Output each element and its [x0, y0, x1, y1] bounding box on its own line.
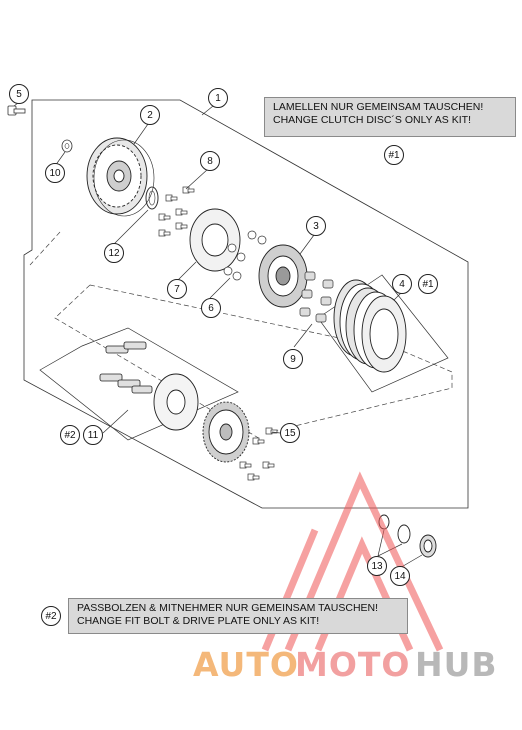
clutch-discs-part4: [333, 279, 407, 373]
callout-ref1-kit: #1: [418, 274, 438, 294]
callout-ref2-note: #2: [41, 606, 61, 626]
callout-10: 10: [45, 163, 65, 183]
callout-11: 11: [83, 425, 103, 445]
callout-9: 9: [283, 349, 303, 369]
callout-14: 14: [390, 566, 410, 586]
screws-part15: [239, 427, 278, 481]
inner-hub-part3: [258, 244, 308, 308]
note-fit-bolt: PASSBOLZEN & MITNEHMER NUR GEMEINSAM TAU…: [68, 598, 408, 634]
callout-ref2-drive: #2: [60, 425, 80, 445]
note-bottom-line1: PASSBOLZEN & MITNEHMER NUR GEMEINSAM TAU…: [77, 602, 379, 614]
small-bolts-part8: [158, 186, 195, 237]
callout-12: 12: [104, 243, 124, 263]
bearing-balls-part6: [223, 230, 267, 281]
watermark-moto: MOTO: [295, 645, 411, 684]
watermark-hub: HUB: [415, 645, 498, 684]
note-clutch-discs: LAMELLEN NUR GEMEINSAM TAUSCHEN! CHANGE …: [264, 97, 516, 137]
note-bottom-line2: CHANGE FIT BOLT & DRIVE PLATE ONLY AS KI…: [77, 615, 320, 627]
callout-2: 2: [140, 105, 160, 125]
watermark-text: AUTO MOTO HUB: [193, 645, 518, 687]
assembly-outline: [23, 99, 469, 509]
callout-6: 6: [201, 298, 221, 318]
callout-7: 7: [167, 279, 187, 299]
primary-gear: [202, 401, 250, 463]
callout-3: 3: [306, 216, 326, 236]
bolt-part5: [7, 105, 26, 116]
callout-8: 8: [200, 151, 220, 171]
ring-part12: [145, 186, 159, 210]
springs-part9: [299, 271, 334, 323]
watermark-auto: AUTO: [193, 645, 299, 684]
fit-bolts-part11: [99, 341, 153, 394]
callout-1: 1: [208, 88, 228, 108]
note-top-line1: LAMELLEN NUR GEMEINSAM TAUSCHEN!: [273, 101, 484, 113]
callout-4: 4: [392, 274, 412, 294]
callout-ref1-top: #1: [384, 145, 404, 165]
washer-part10: [61, 139, 73, 153]
clutch-basket-part2: [86, 137, 155, 217]
callout-5: 5: [9, 84, 29, 104]
note-top-line2: CHANGE CLUTCH DISC´S ONLY AS KIT!: [273, 114, 471, 126]
drive-plate: [153, 373, 199, 431]
callout-15: 15: [280, 423, 300, 443]
callout-13: 13: [367, 556, 387, 576]
plate-part7: [189, 208, 241, 272]
